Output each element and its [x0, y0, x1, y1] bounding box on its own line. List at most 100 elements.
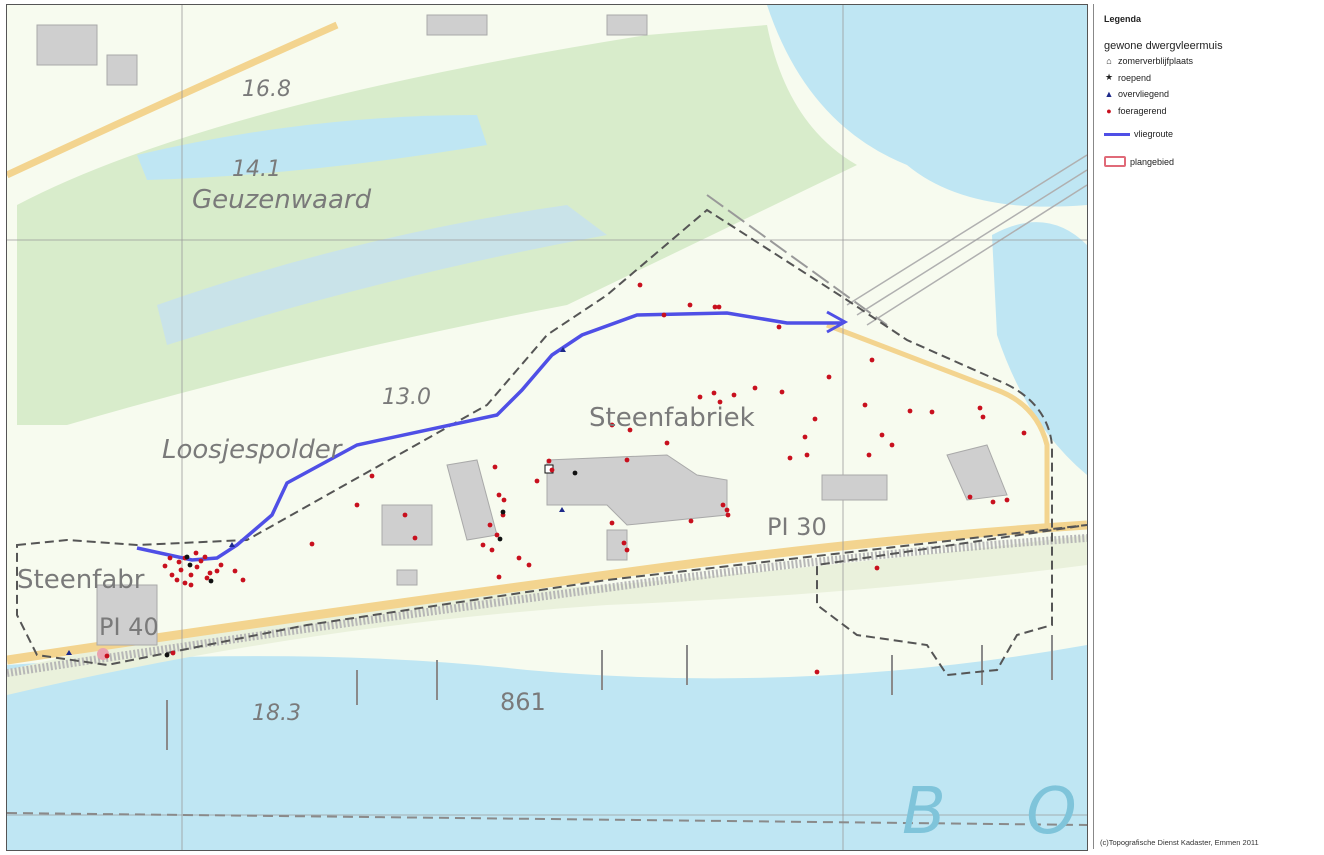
factory-main-building [546, 454, 728, 526]
observation-points [66, 282, 1027, 675]
foraging-observation-point [866, 452, 872, 458]
foraging-observation-point [198, 558, 204, 564]
legend-item-plan-area: plangebied [1104, 156, 1174, 167]
foraging-observation-point [516, 555, 522, 561]
foraging-observation-point [496, 492, 502, 498]
elevation-label-130: 13.0 [382, 385, 431, 410]
legend-label-plan-area: plangebied [1130, 156, 1175, 167]
roosting-observation-point [187, 562, 193, 568]
number-label-861: 861 [500, 688, 546, 716]
map-canvas [7, 5, 1087, 850]
place-label-geuzenwaard: Geuzenwaard [192, 185, 372, 215]
legend-label-foraging: foeragerend [1118, 106, 1167, 116]
foraging-observation-point [526, 562, 532, 568]
legend-species: gewone dwergvleermuis [1104, 40, 1223, 52]
map-legend: Legenda gewone dwergvleermuis ⌂ zomerver… [1093, 4, 1322, 849]
place-label-loosjespolder: Loosjespolder [162, 435, 342, 465]
foraging-observation-point [214, 568, 220, 574]
lake-east [992, 222, 1087, 475]
legend-label-summer-roost: zomerverblijfplaats [1118, 56, 1194, 66]
foraging-observation-point [402, 512, 408, 518]
legend-item-overflying: ▲ overvliegend [1104, 89, 1170, 99]
foraging-observation-point [492, 464, 498, 470]
foraging-observation-point [480, 542, 486, 548]
foraging-observation-point [176, 559, 182, 565]
foraging-observation-point [697, 394, 703, 400]
lake-small [137, 115, 487, 180]
road-east [826, 322, 1050, 525]
place-label-pi40: PI 40 [99, 613, 159, 641]
river-label: B O [902, 775, 1088, 849]
overflying-observation-point [229, 542, 235, 547]
foraging-observation-point [218, 562, 224, 568]
roosting-observation-point [184, 554, 190, 560]
foraging-observation-point [627, 427, 633, 433]
foraging-observation-point [814, 669, 820, 675]
roosting-observation-point [572, 470, 578, 476]
foraging-observation-point [496, 574, 502, 580]
foraging-observation-point [1004, 497, 1010, 503]
legend-label-roosting: roepend [1118, 72, 1152, 83]
dyke-revetment [7, 534, 1087, 677]
foraging-observation-point [776, 324, 782, 330]
railway [706, 194, 888, 326]
foraging-observation-point [207, 570, 213, 576]
foraging-icon: ● [1106, 106, 1112, 116]
foraging-observation-point [489, 547, 495, 553]
foraging-observation-point [546, 458, 552, 464]
foraging-observation-point [967, 494, 973, 500]
foraging-observation-point [104, 653, 110, 659]
roosting-observation-point [497, 536, 503, 542]
foraging-observation-point [178, 567, 184, 573]
foraging-observation-point [162, 563, 168, 569]
plan-area-boundary [16, 208, 1087, 677]
foraging-observation-point [174, 577, 180, 583]
foraging-observation-point [826, 374, 832, 380]
foraging-observation-point [717, 399, 723, 405]
place-label-steenfabriek-left: Steenfabr [17, 565, 145, 595]
legend-item-summer-roost: ⌂ zomerverblijfplaats [1104, 56, 1193, 66]
foraging-observation-point [804, 452, 810, 458]
foraging-observation-point [661, 312, 667, 318]
river-water [7, 645, 1087, 850]
foraging-observation-point [169, 572, 175, 578]
boundary-water [7, 812, 1087, 826]
foraging-observation-point [170, 650, 176, 656]
foraging-observation-point [1021, 430, 1027, 436]
foraging-observation-point [621, 540, 627, 546]
foraging-observation-point [802, 434, 808, 440]
foraging-observation-point [188, 582, 194, 588]
map-credit: (c)Topografische Dienst Kadaster, Emmen … [1100, 838, 1259, 847]
flight-route [136, 311, 842, 562]
foraging-observation-point [202, 554, 208, 560]
roosting-observation-point [208, 578, 214, 584]
legend-item-roosting: ★ roepend [1104, 72, 1151, 83]
foraging-observation-point [889, 442, 895, 448]
roosting-observation-point [500, 509, 506, 515]
dyke-road [7, 520, 1087, 665]
foraging-observation-point [929, 409, 935, 415]
topographic-map: 16.8 14.1 Geuzenwaard 13.0 Loosjespolder… [6, 4, 1088, 851]
foraging-observation-point [720, 502, 726, 508]
route-line-icon [1104, 132, 1130, 136]
foraging-observation-point [193, 550, 199, 556]
lake-northeast [767, 5, 1087, 207]
foraging-observation-point [240, 577, 246, 583]
legend-item-route: vliegroute [1104, 129, 1173, 139]
place-label-steenfabriek: Steenfabriek [589, 403, 755, 433]
legend-item-foraging: ● foeragerend [1104, 106, 1167, 116]
foraging-observation-point [725, 512, 731, 518]
foraging-observation-point [731, 392, 737, 398]
foraging-observation-point [194, 564, 200, 570]
summer-roost-icon: ⌂ [1106, 56, 1112, 66]
foraging-observation-point [812, 416, 818, 422]
foraging-observation-point [977, 405, 983, 411]
foraging-observation-point [907, 408, 913, 414]
foraging-observation-point [787, 455, 793, 461]
foraging-observation-point [309, 541, 315, 547]
overflying-observation-point [559, 507, 565, 512]
foraging-observation-point [412, 535, 418, 541]
foraging-observation-point [711, 390, 717, 396]
foraging-observation-point [779, 389, 785, 395]
overflying-observation-point [66, 650, 72, 655]
